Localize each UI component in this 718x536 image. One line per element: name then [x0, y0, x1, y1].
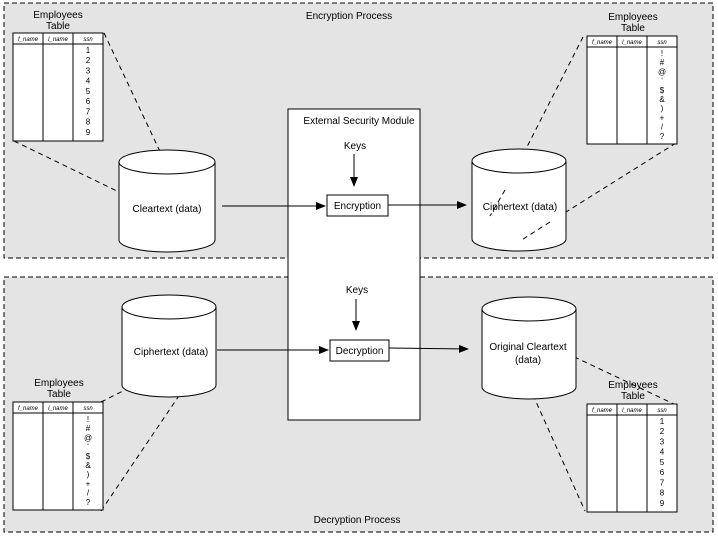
ssn-cell: ? — [86, 498, 91, 507]
svg-text:Cleartext (data): Cleartext (data) — [133, 204, 202, 215]
ssn-cell: ' — [661, 77, 663, 86]
ssn-cell: 8 — [86, 118, 91, 127]
ssn-cell: 6 — [660, 468, 665, 477]
flow-arrows — [217, 201, 469, 354]
ssn-cell: / — [661, 123, 664, 132]
ciphertext-cylinder-bottom: Ciphertext (data) — [121, 294, 217, 398]
zoom-guides-front — [489, 189, 551, 242]
ssn-cell: + — [660, 113, 665, 122]
ssn-cell: 5 — [660, 458, 665, 467]
table-frame — [12, 32, 104, 142]
table-frame — [586, 403, 678, 513]
ssn-cell: @ — [658, 67, 666, 76]
cleartext-cylinder: Cleartext (data) — [118, 149, 216, 253]
ssn-cell: @ — [84, 433, 92, 442]
table-title-line2: Table — [46, 21, 70, 32]
ssn-cell: 4 — [86, 77, 91, 86]
table-header-ssn: ssn — [657, 408, 667, 414]
ssn-cell: 5 — [86, 87, 91, 96]
svg-text:Ciphertext (data): Ciphertext (data) — [134, 347, 208, 358]
table-title-line1: Employees — [608, 380, 657, 391]
ssn-cell: ) — [87, 470, 90, 479]
table-title-line1: Employees — [608, 12, 657, 23]
ssn-cell: 9 — [660, 499, 665, 508]
decryption-box-label: Decryption — [336, 346, 384, 357]
ssn-cell: 7 — [86, 107, 91, 116]
ssn-cell: ? — [660, 132, 665, 141]
ssn-cell: ) — [661, 104, 664, 113]
table-frame — [586, 35, 678, 145]
table-header-l-name: l_name — [622, 40, 642, 46]
ciphertext-cylinder-top: Ciphertext (data) — [471, 148, 567, 252]
table-header-f-name: f_name — [592, 408, 613, 414]
svg-text:(data): (data) — [515, 355, 541, 366]
esm-title: External Security Module — [303, 116, 415, 127]
svg-text:Original Cleartext: Original Cleartext — [489, 342, 566, 353]
ssn-cell: + — [86, 479, 91, 488]
table-title-line1: Employees — [33, 10, 82, 21]
ssn-cell: / — [87, 489, 90, 498]
ssn-cell: 1 — [86, 46, 91, 55]
ssn-cell: # — [86, 424, 91, 433]
encryption-panel-title: Encryption Process — [306, 11, 392, 22]
keys-label-top: Keys — [344, 141, 366, 152]
table-header-l-name: l_name — [622, 408, 642, 414]
table-frame — [12, 401, 104, 511]
table-header-f-name: f_name — [18, 37, 39, 43]
ssn-cell: 3 — [86, 66, 91, 75]
ssn-cell: ' — [87, 443, 89, 452]
original-cleartext-cylinder: Original Cleartext (data) — [481, 296, 577, 400]
ssn-cell: 8 — [660, 489, 665, 498]
ssn-cell: 4 — [660, 448, 665, 457]
table-header-l-name: l_name — [48, 37, 68, 43]
table-header-ssn: ssn — [83, 406, 93, 412]
ssn-cell: 1 — [660, 417, 665, 426]
ssn-cell: 3 — [660, 437, 665, 446]
ssn-cell: 6 — [86, 97, 91, 106]
ssn-cell: 2 — [86, 56, 91, 65]
table-header-f-name: f_name — [18, 406, 39, 412]
decryption-panel-title: Decryption Process — [314, 515, 401, 526]
table-title-line2: Table — [621, 391, 645, 402]
ssn-cell: $ — [660, 86, 665, 95]
ssn-cell: 7 — [660, 478, 665, 487]
zoom-guides — [13, 32, 677, 512]
ssn-cell: & — [85, 461, 91, 470]
ssn-cell: ! — [87, 415, 89, 424]
table-title-line2: Table — [621, 23, 645, 34]
table-header-ssn: ssn — [83, 37, 93, 43]
keys-label-bottom: Keys — [346, 285, 368, 296]
table-header-l-name: l_name — [48, 406, 68, 412]
table-title-line1: Employees — [34, 378, 83, 389]
svg-text:Ciphertext (data): Ciphertext (data) — [483, 202, 557, 213]
decryption-box — [329, 339, 390, 362]
table-header-ssn: ssn — [657, 40, 667, 46]
ssn-cell: & — [659, 95, 665, 104]
ssn-cell: $ — [86, 452, 91, 461]
ssn-cell: ! — [661, 49, 663, 58]
table-title-line2: Table — [47, 389, 71, 400]
ssn-cell: # — [660, 58, 665, 67]
encryption-box-label: Encryption — [334, 201, 381, 212]
table-header-f-name: f_name — [592, 40, 613, 46]
ssn-cell: 2 — [660, 427, 665, 436]
ssn-cell: 9 — [86, 128, 91, 137]
